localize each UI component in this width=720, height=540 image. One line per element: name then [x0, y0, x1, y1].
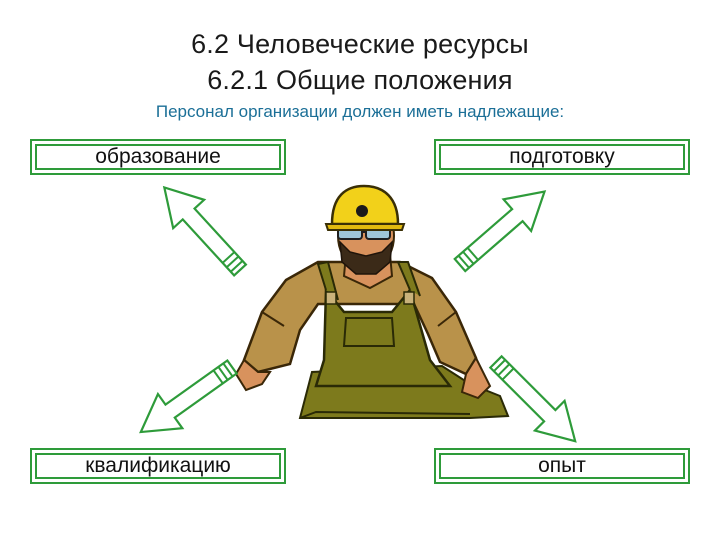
requirement-label: образование [35, 144, 281, 170]
requirement-label: квалификацию [35, 453, 281, 479]
requirement-box-experience: опыт [434, 448, 690, 484]
requirement-box-qualification: квалификацию [30, 448, 286, 484]
arrow-to-bottom-left [127, 348, 246, 451]
requirement-box-training: подготовку [434, 139, 690, 175]
arrow-to-top-right [445, 174, 560, 282]
construction-worker-icon [234, 184, 510, 419]
slide-lead-text: Персонал организации должен иметь надлеж… [155, 102, 565, 121]
arrow-to-top-left [147, 172, 257, 286]
requirement-box-education: образование [30, 139, 286, 175]
requirement-label: опыт [439, 453, 685, 479]
slide-title: 6.2 Человеческие ресурсы [191, 29, 529, 59]
requirement-label: подготовку [439, 144, 685, 170]
slide-subtitle-section: 6.2.1 Общие положения [207, 65, 513, 95]
